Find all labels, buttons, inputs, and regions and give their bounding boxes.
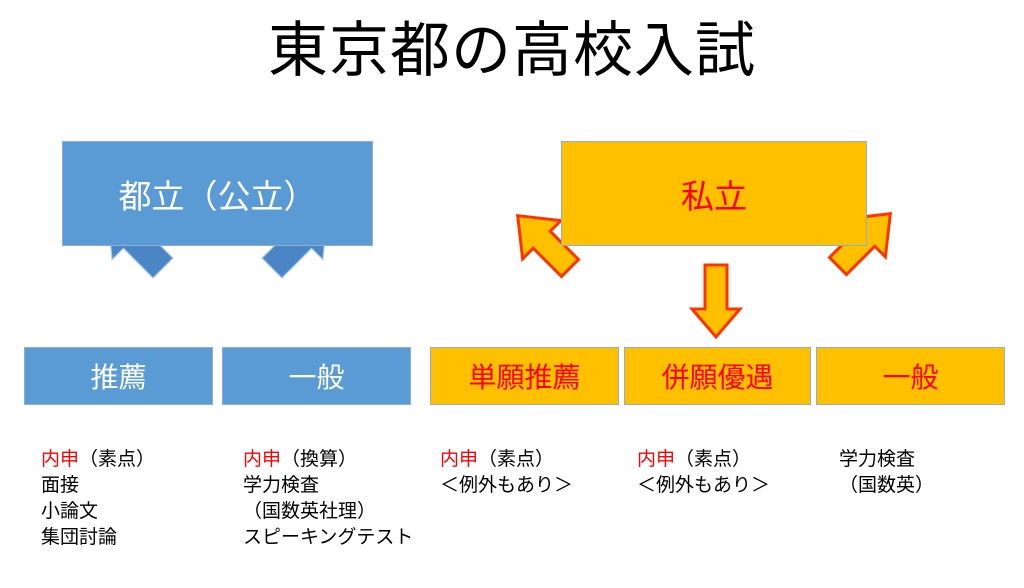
note-column-private-ippan: 学力検査 （国数英）	[839, 447, 934, 499]
note-rest: スピーキングテスト	[243, 527, 414, 548]
note-rest: （国数英社理）	[243, 501, 377, 522]
box-public-type-suisen[interactable]: 推薦	[24, 347, 213, 405]
note-line: ＜例外もあり＞	[440, 473, 573, 499]
note-rest: ＜例外もあり＞	[637, 475, 771, 496]
note-line: 内申（素点）	[637, 447, 770, 473]
note-line: 小論文	[41, 499, 155, 525]
box-public-type-ippan[interactable]: 一般	[222, 347, 411, 405]
box-private-type-tangan-suisen[interactable]: 単願推薦	[430, 347, 619, 405]
note-highlight: 内申	[41, 449, 80, 470]
note-rest: 面接	[41, 475, 80, 496]
arrow-private-to-heigan	[688, 263, 744, 340]
note-line: スピーキングテスト	[243, 525, 413, 551]
note-column-heigan-yuguu: 内申（素点） ＜例外もあり＞	[637, 447, 770, 499]
note-highlight: 内申	[243, 449, 282, 470]
note-line: 面接	[41, 473, 155, 499]
note-line: （国数英）	[839, 473, 934, 499]
note-highlight: 内申	[637, 449, 676, 470]
note-rest: 集団討論	[41, 527, 118, 548]
page-title: 東京都の高校入試	[268, 17, 756, 84]
box-private-type-ippan[interactable]: 一般	[816, 347, 1005, 405]
note-line: 内申（素点）	[41, 447, 155, 473]
box-private-heading[interactable]: 私立	[561, 141, 867, 246]
box-public-heading[interactable]: 都立（公立）	[62, 141, 373, 246]
note-rest: （素点）	[79, 449, 156, 470]
note-line: 学力検査	[839, 447, 934, 473]
note-line: 内申（素点）	[440, 447, 573, 473]
note-rest: 学力検査	[243, 475, 320, 496]
note-line: 集団討論	[41, 525, 155, 551]
note-line: 学力検査	[243, 473, 413, 499]
note-column-public-ippan: 内申（換算） 学力検査 （国数英社理） スピーキングテスト	[243, 447, 413, 551]
note-line: ＜例外もあり＞	[637, 473, 770, 499]
note-rest: ＜例外もあり＞	[440, 475, 574, 496]
note-column-suisen: 内申（素点） 面接 小論文 集団討論	[41, 447, 155, 551]
note-column-tangan-suisen: 内申（素点） ＜例外もあり＞	[440, 447, 573, 499]
box-private-type-heigan-yuguu[interactable]: 併願優遇	[624, 347, 811, 405]
note-line: 内申（換算）	[243, 447, 413, 473]
note-line: （国数英社理）	[243, 499, 413, 525]
note-rest: （素点）	[675, 449, 752, 470]
note-rest: 学力検査	[839, 449, 916, 470]
note-highlight: 内申	[440, 449, 479, 470]
note-rest: （国数英）	[839, 475, 935, 496]
note-rest: （素点）	[478, 449, 555, 470]
note-rest: 小論文	[41, 501, 99, 522]
note-rest: （換算）	[281, 449, 358, 470]
